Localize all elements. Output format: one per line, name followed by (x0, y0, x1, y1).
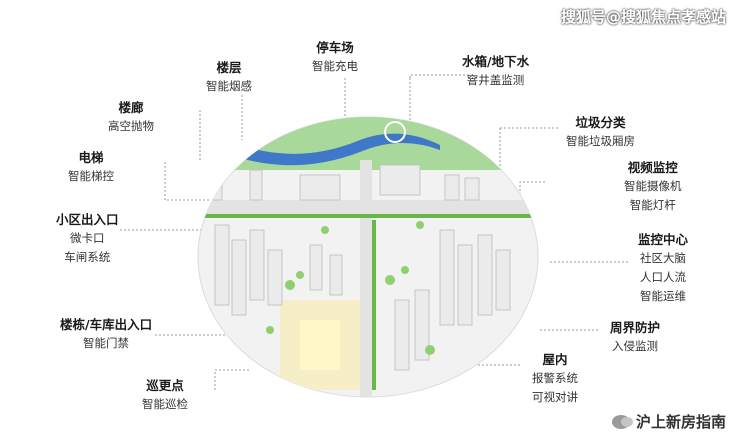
label-corridor: 楼廊高空抛物 (108, 100, 154, 133)
trees (266, 221, 435, 355)
buildings (209, 164, 511, 371)
watermark-bottom: 沪上新房指南 (611, 411, 726, 432)
watermark-top: 搜狐号@搜狐焦点孝感站 (560, 8, 726, 26)
leader-lines (120, 74, 630, 390)
label-building-garage-entrance: 楼栋/车库出入口智能门禁 (60, 317, 153, 350)
label-video-monitoring: 视频监控智能摄像机智能灯杆 (624, 160, 682, 212)
label-floor: 楼层智能烟感 (206, 60, 252, 93)
label-monitoring-center: 监控中心社区大脑人口人流智能运维 (638, 232, 689, 303)
label-parking: 停车场智能充电 (312, 40, 358, 73)
label-perimeter: 周界防护入侵监测 (610, 320, 661, 353)
wechat-icon (611, 414, 633, 429)
watermark-bottom-text: 沪上新房指南 (635, 413, 726, 431)
label-patrol: 巡更点智能巡检 (142, 378, 188, 411)
label-indoor: 屋内报警系统可视对讲 (532, 352, 578, 404)
label-garbage: 垃圾分类智能垃圾厢房 (566, 115, 635, 148)
label-elevator: 电梯智能梯控 (68, 150, 114, 183)
central-road (360, 160, 372, 397)
label-water-tank: 水箱/地下水窨井盖监测 (462, 54, 530, 87)
label-entrance: 小区出入口微卡口车闸系统 (56, 212, 119, 264)
